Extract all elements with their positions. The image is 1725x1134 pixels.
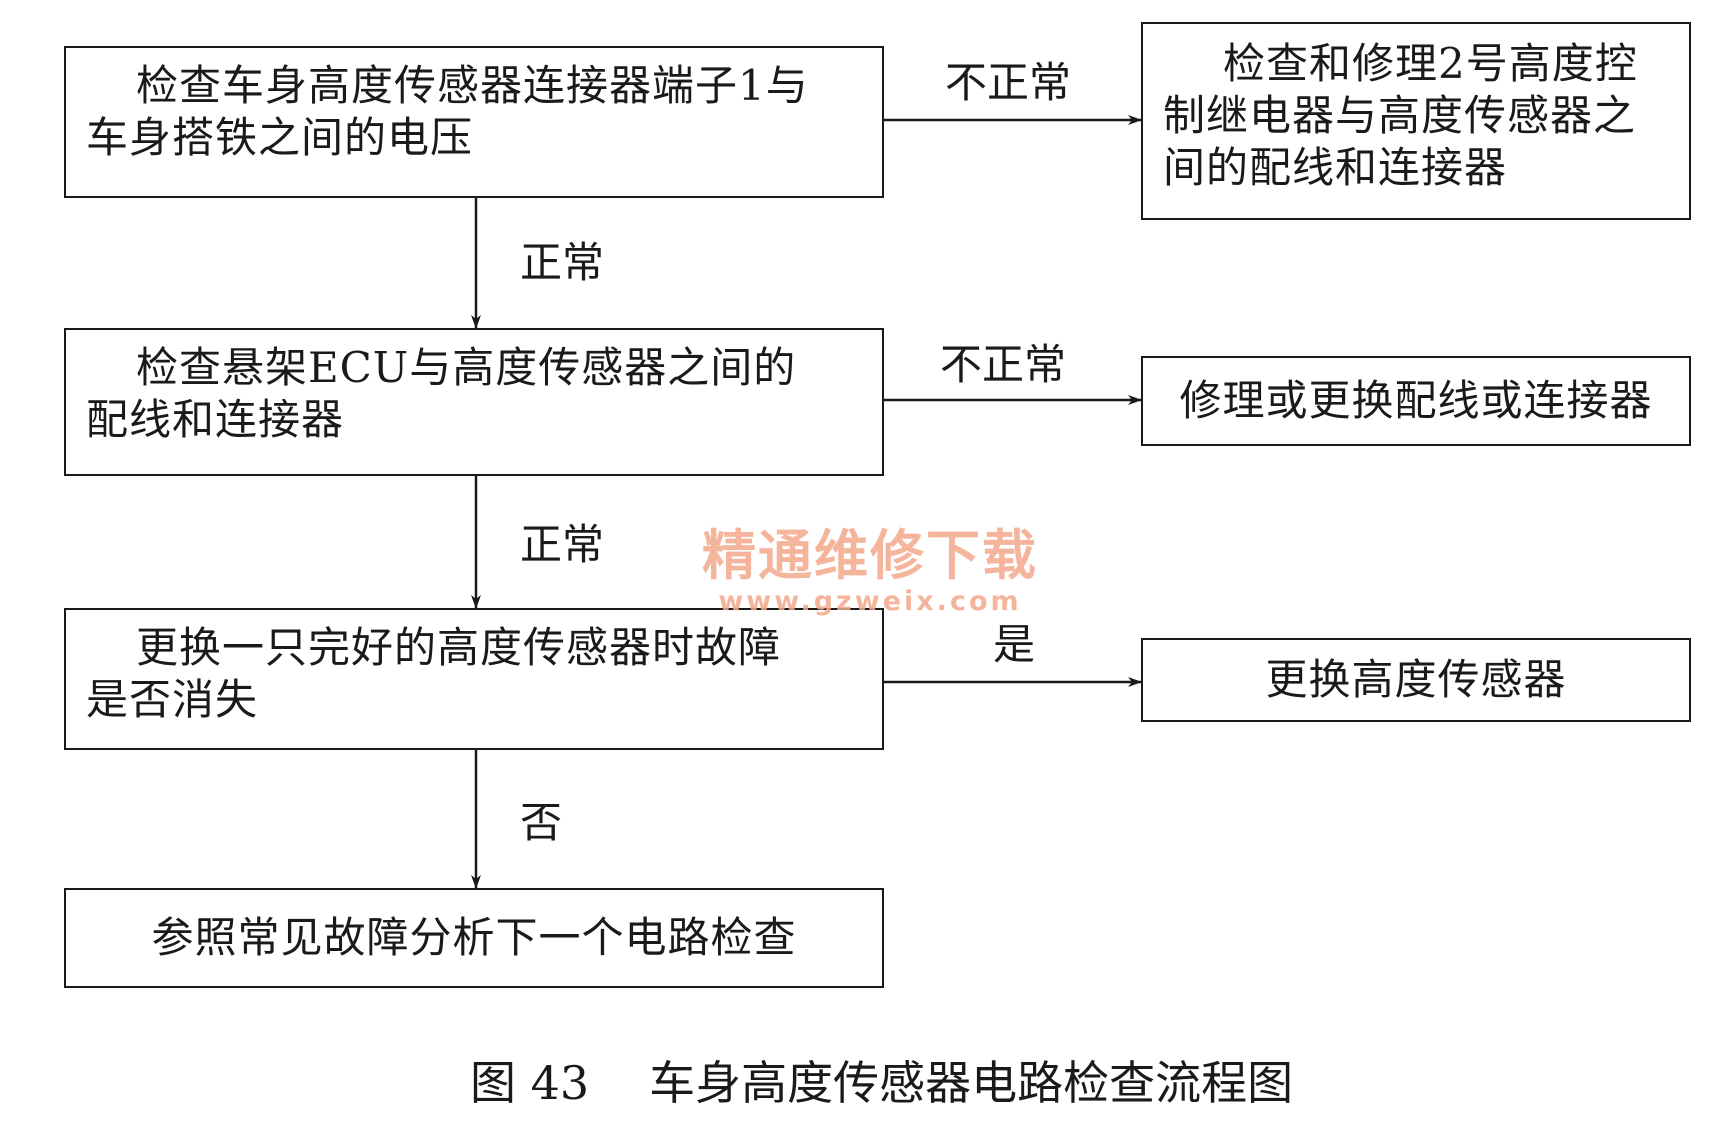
label-step1-to-action1: 不正常: [945, 58, 1072, 107]
label-step3-to-step4: 否: [520, 798, 563, 847]
step1-box: 检查车身高度传感器连接器端子1与 车身搭铁之间的电压: [64, 46, 884, 198]
step4-box: 参照常见故障分析下一个电路检查: [64, 888, 884, 988]
figure-caption: 图 43 车身高度传感器电路检查流程图: [470, 1055, 1293, 1111]
step3-line1: 更换一只完好的高度传感器时故障: [136, 623, 782, 672]
action2-text: 修理或更换配线或连接器: [1179, 376, 1653, 425]
action1-line2: 制继电器与高度传感器之: [1163, 91, 1637, 140]
step4-text: 参照常见故障分析下一个电路检查: [151, 913, 797, 962]
action3-box: 更换高度传感器: [1141, 638, 1691, 722]
step1-line1: 检查车身高度传感器连接器端子1与: [136, 61, 809, 110]
step3-line2: 是否消失: [86, 675, 259, 724]
step3-box: 更换一只完好的高度传感器时故障 是否消失: [64, 608, 884, 750]
action1-line3: 间的配线和连接器: [1163, 143, 1508, 192]
step2-line1: 检查悬架ECU与高度传感器之间的: [136, 343, 797, 392]
watermark-url: www.gzweix.com: [718, 586, 1022, 617]
label-step3-to-action3: 是: [993, 620, 1036, 669]
action1-line1: 检查和修理2号高度控: [1223, 39, 1638, 88]
action1-box: 检查和修理2号高度控 制继电器与高度传感器之 间的配线和连接器: [1141, 22, 1691, 220]
label-step2-to-action2: 不正常: [940, 340, 1067, 389]
step2-line2: 配线和连接器: [86, 395, 345, 444]
step2-box: 检查悬架ECU与高度传感器之间的 配线和连接器: [64, 328, 884, 476]
label-step2-to-step3: 正常: [520, 520, 605, 569]
step1-line2: 车身搭铁之间的电压: [86, 113, 474, 162]
figure-number: 图 43: [470, 1056, 590, 1110]
action2-box: 修理或更换配线或连接器: [1141, 356, 1691, 446]
action3-text: 更换高度传感器: [1265, 655, 1567, 704]
watermark-text: 精通维修下载: [702, 524, 1038, 587]
label-step1-to-step2: 正常: [520, 238, 605, 287]
watermark: 精通维修下载 www.gzweix.com: [690, 525, 1050, 617]
figure-title: 车身高度传感器电路检查流程图: [649, 1056, 1294, 1110]
